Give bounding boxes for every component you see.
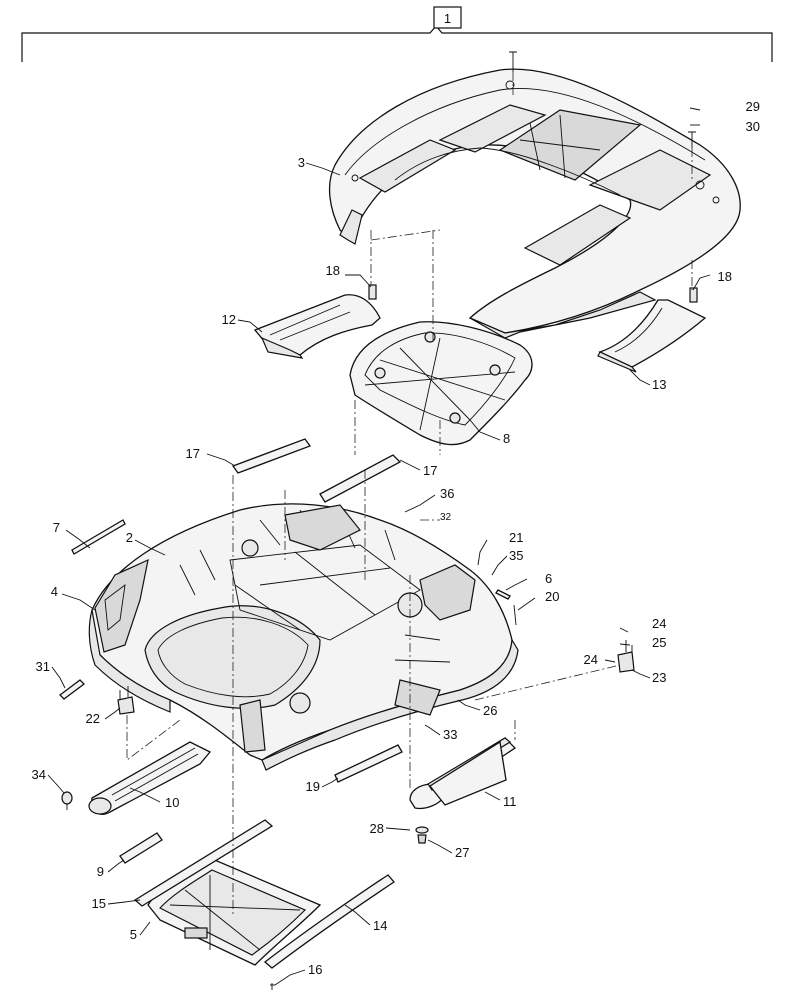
callout-11: 11 <box>503 794 517 809</box>
callout-36: 36 <box>440 486 454 501</box>
roof-screws <box>509 51 696 180</box>
screw-16 <box>270 983 275 990</box>
strip-9 <box>119 832 163 864</box>
latch-23 <box>617 640 635 673</box>
roof-top-cover <box>328 68 741 339</box>
rod-7 <box>71 519 126 555</box>
callout-6: 6 <box>545 571 552 586</box>
callout-10: 10 <box>165 795 179 810</box>
pins-18 <box>368 284 698 303</box>
cab-main-frame <box>88 503 519 771</box>
callout-35: 35 <box>509 548 523 563</box>
callout-2: 2 <box>126 530 133 545</box>
rail-15 <box>133 819 274 907</box>
callout-19: 19 <box>306 779 320 794</box>
callout-4: 4 <box>51 584 58 599</box>
leader-lines <box>47 107 711 986</box>
callout-25: 25 <box>652 635 666 650</box>
rail-14 <box>263 874 395 969</box>
latch-22 <box>117 686 135 715</box>
right-side-panel <box>597 299 707 373</box>
callout-14: 14 <box>373 918 387 933</box>
callout-7: 7 <box>53 520 60 535</box>
callout-17-right: 17 <box>423 463 437 478</box>
left-side-panel <box>253 294 381 359</box>
callout-5: 5 <box>130 927 137 942</box>
strip-19 <box>334 744 403 783</box>
alignment-lines <box>126 229 693 915</box>
callout-24-top: 24 <box>652 616 666 631</box>
callout-20: 20 <box>545 589 559 604</box>
callout-13: 13 <box>652 377 666 392</box>
callout-21: 21 <box>509 530 523 545</box>
foam-strips-17 <box>231 438 402 503</box>
callout-15: 15 <box>92 896 106 911</box>
callout-9: 9 <box>97 864 104 879</box>
callout-28: 28 <box>370 821 384 836</box>
callout-33: 33 <box>443 727 457 742</box>
callout-31: 31 <box>36 659 50 674</box>
callout-17-left: 17 <box>186 446 200 461</box>
callout-24-left: 24 <box>584 652 598 667</box>
callout-34: 34 <box>32 767 46 782</box>
hardware-6-20 <box>495 589 517 626</box>
callout-18-right: 18 <box>718 269 732 284</box>
callout-16: 16 <box>308 962 322 977</box>
callout-22: 22 <box>86 711 100 726</box>
callout-26: 26 <box>483 703 497 718</box>
callout-3: 3 <box>298 155 305 170</box>
assembly-number: 1 <box>444 11 451 26</box>
callout-labels: 29 30 3 18 18 12 13 8 17 17 36 32 7 2 21… <box>32 99 760 977</box>
callout-29: 29 <box>746 99 760 114</box>
assembly-bracket: 1 <box>21 6 773 62</box>
strip-31 <box>59 679 85 700</box>
callout-30: 30 <box>746 119 760 134</box>
clip-34 <box>61 791 73 810</box>
callout-32: 32 <box>440 512 452 523</box>
sunroof-hatch-5 <box>147 857 322 966</box>
callout-23: 23 <box>652 670 666 685</box>
right-duct-11 <box>409 737 517 810</box>
left-duct-10 <box>88 741 212 815</box>
callout-12: 12 <box>222 312 236 327</box>
callout-8: 8 <box>503 431 510 446</box>
callout-27: 27 <box>455 845 469 860</box>
headliner-panel <box>349 321 533 446</box>
fasteners-27-28 <box>415 826 429 844</box>
callout-18-left: 18 <box>326 263 340 278</box>
